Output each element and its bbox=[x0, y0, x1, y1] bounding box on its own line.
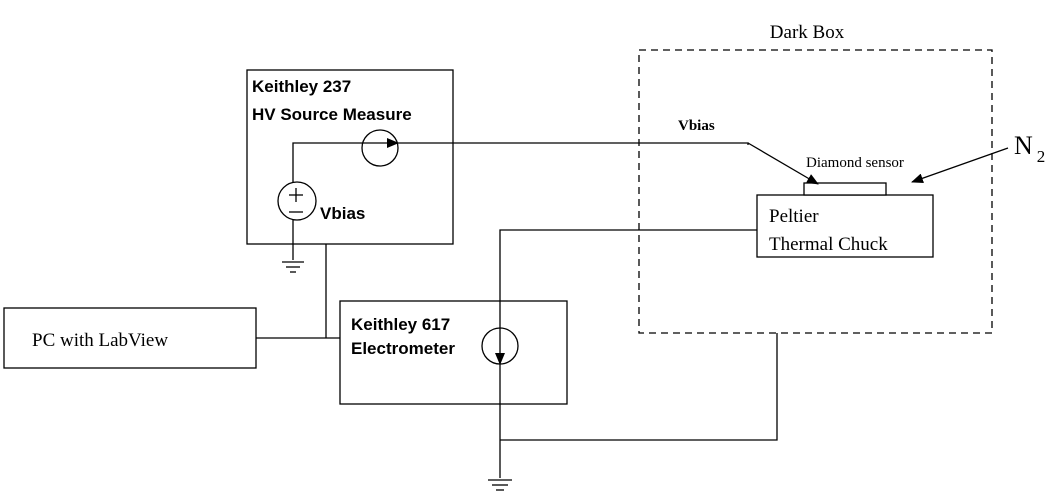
pc-border bbox=[3, 307, 257, 369]
wiring bbox=[256, 142, 778, 478]
dark-box: Dark Box bbox=[638, 22, 993, 334]
pc-label: PC with LabView bbox=[32, 330, 168, 351]
nitrogen-arrow-line bbox=[911, 147, 1009, 184]
diamond-sensor: Diamond sensor bbox=[803, 155, 904, 196]
keithley-237-subtitle: HV Source Measure bbox=[252, 105, 412, 124]
keithley-617-border bbox=[339, 300, 568, 405]
dark-box-label: Dark Box bbox=[770, 22, 845, 43]
peltier-line1: Peltier bbox=[769, 206, 819, 227]
nitrogen-label: N 2 bbox=[1014, 131, 1045, 166]
diamond-sensor-label: Diamond sensor bbox=[806, 155, 904, 171]
ground-icon bbox=[488, 479, 512, 491]
ground-icon bbox=[282, 261, 304, 273]
peltier-chuck: Peltier Thermal Chuck bbox=[756, 194, 934, 258]
keithley-237-box: Keithley 237 HV Source Measure Vbias bbox=[246, 69, 454, 273]
keithley-237-title: Keithley 237 bbox=[252, 77, 351, 96]
pc-box: PC with LabView bbox=[3, 307, 257, 369]
peltier-border bbox=[756, 194, 934, 258]
nitrogen-symbol: N bbox=[1014, 131, 1033, 160]
keithley-617-box: Keithley 617 Electrometer bbox=[339, 300, 568, 491]
keithley-237-vbias-label: Vbias bbox=[320, 204, 365, 223]
dark-box-border bbox=[638, 49, 993, 334]
nitrogen-subscript: 2 bbox=[1037, 147, 1046, 166]
vbias-line-label: Vbias bbox=[678, 118, 715, 134]
keithley-617-subtitle: Electrometer bbox=[351, 339, 455, 358]
keithley-617-title: Keithley 617 bbox=[351, 315, 450, 334]
diamond-sensor-body bbox=[803, 182, 887, 196]
vbias-arrow-line bbox=[747, 142, 819, 185]
keithley-237-border bbox=[246, 69, 454, 245]
chuck-to-k617-wire bbox=[499, 229, 757, 328]
electrometer-current-icon bbox=[481, 327, 519, 365]
nitrogen-arrow: N 2 bbox=[911, 131, 1045, 184]
peltier-line2: Thermal Chuck bbox=[769, 234, 888, 255]
vbias-arrow: Vbias bbox=[678, 118, 819, 185]
k237-internal-wire-top bbox=[292, 142, 362, 182]
current-meter-icon bbox=[361, 129, 399, 167]
vbias-wire bbox=[398, 142, 749, 145]
voltage-source-icon bbox=[277, 181, 317, 221]
darkbox-return-wire bbox=[500, 333, 778, 441]
